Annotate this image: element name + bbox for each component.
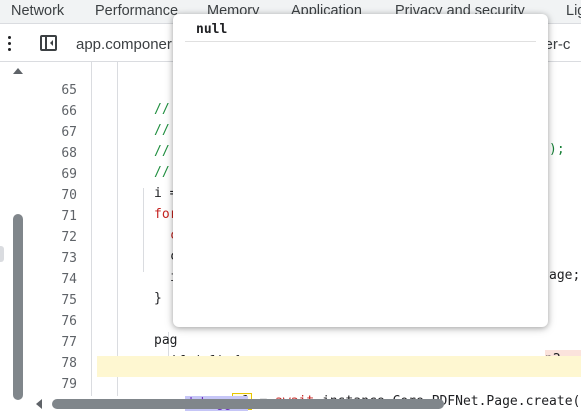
code-text: pag xyxy=(154,333,178,348)
scroll-left-arrow-icon[interactable] xyxy=(36,399,42,409)
line-number[interactable]: 72 xyxy=(61,230,77,245)
line-number[interactable]: 70 xyxy=(61,188,77,203)
line-number[interactable]: 66 xyxy=(61,104,77,119)
code-line: 78 p1 = await instance.Core.PDFNet.Page.… xyxy=(27,335,581,410)
code-line: 80 } xyxy=(27,377,581,413)
code-text: // xyxy=(154,144,170,159)
line-number[interactable]: 67 xyxy=(61,125,77,140)
code-line: 70 for xyxy=(27,167,581,222)
horizontal-scrollbar-thumb[interactable] xyxy=(52,399,444,409)
line-number[interactable]: 73 xyxy=(61,251,77,266)
code-text: } xyxy=(154,291,162,306)
code-line: 66 // ); xyxy=(27,83,581,157)
code-line: 74 } xyxy=(27,251,581,306)
code-text: // xyxy=(154,123,170,138)
tab-lighthouse[interactable]: Lig xyxy=(566,3,581,19)
line-number[interactable]: 65 xyxy=(61,83,77,98)
tab-performance[interactable]: Performance xyxy=(95,3,179,19)
code-line: 67 // xyxy=(27,104,581,159)
indent-guide xyxy=(168,332,169,374)
vertical-scrollbar-thumb[interactable] xyxy=(13,214,23,400)
variable-value-popover: null xyxy=(173,14,548,327)
drawer-resize-handle[interactable] xyxy=(0,246,4,262)
code-text: // xyxy=(154,102,170,117)
code-line: 65 // xyxy=(27,62,581,117)
code-text: // xyxy=(154,165,170,180)
popover-divider xyxy=(185,41,536,42)
paused-code-line: 79 debugger; xyxy=(61,356,581,411)
code-text: age; xyxy=(549,268,581,283)
more-options-icon[interactable] xyxy=(4,33,14,53)
indent-guide xyxy=(143,188,144,272)
code-line: 68 // xyxy=(27,125,581,180)
code-text: for xyxy=(154,207,178,222)
line-number[interactable]: 68 xyxy=(61,146,77,161)
line-number[interactable]: 79 xyxy=(61,377,77,392)
indent-guide xyxy=(91,62,92,396)
tab-network[interactable]: Network xyxy=(11,3,65,19)
line-number[interactable]: 69 xyxy=(61,167,77,182)
toggle-navigator-icon[interactable] xyxy=(40,35,57,51)
file-tab-app-component[interactable]: app.componer xyxy=(76,36,172,53)
line-number[interactable]: 77 xyxy=(61,335,77,350)
code-line: 75 xyxy=(27,272,581,308)
line-number[interactable]: 74 xyxy=(61,272,77,287)
line-number[interactable]: 78 xyxy=(61,356,77,371)
code-text: ); xyxy=(549,142,565,157)
line-number[interactable]: 76 xyxy=(61,314,77,329)
line-number[interactable]: 75 xyxy=(61,293,77,308)
indent-guide xyxy=(117,62,118,396)
line-number[interactable]: 71 xyxy=(61,209,77,224)
scroll-up-arrow-icon[interactable] xyxy=(13,68,23,74)
popover-value: null xyxy=(196,22,228,37)
